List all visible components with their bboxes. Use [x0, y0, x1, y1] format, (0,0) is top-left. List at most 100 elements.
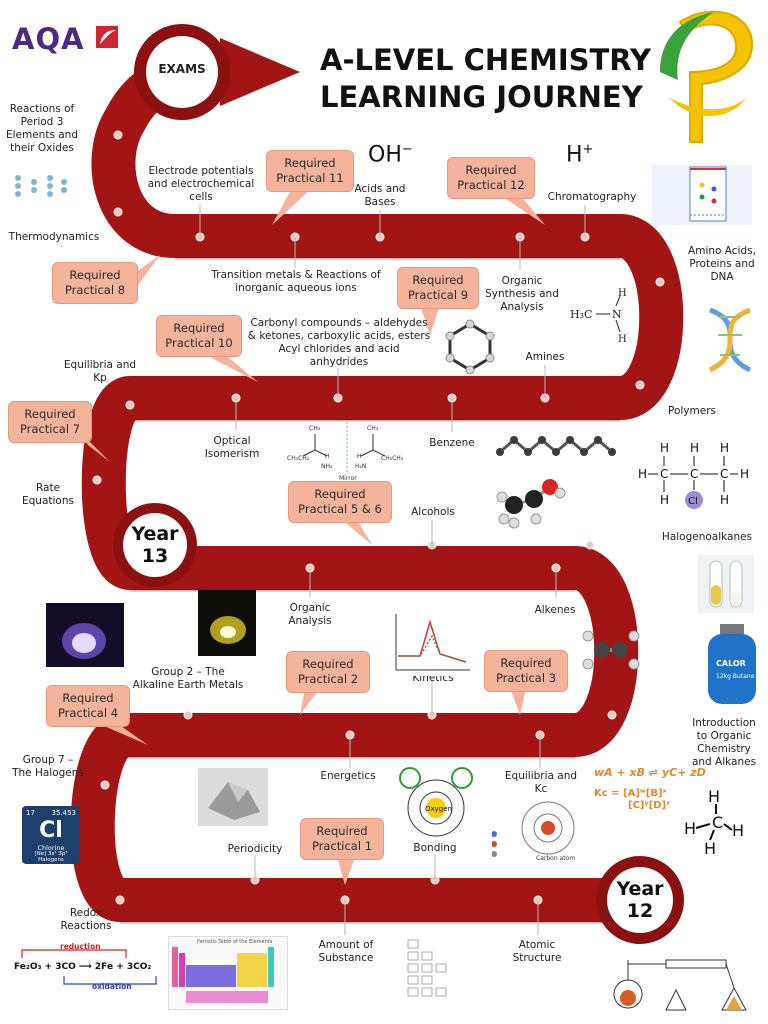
node-rate: [92, 475, 102, 485]
chlorine-mass: 35.453: [51, 809, 77, 817]
benzene-ring-illustration: [445, 319, 495, 374]
topic-group2: Group 2 – The Alkaline Earth Metals: [132, 666, 244, 691]
periodic-table-caption: Periodic Table of the Elements: [197, 939, 273, 945]
sparks-photo: [198, 590, 256, 656]
svg-text:Carbon atom: Carbon atom: [536, 855, 575, 862]
topic-equilibria-kp: Equilibria and Kp: [63, 359, 137, 384]
redox-arrows: [21, 949, 157, 985]
required-practical-3: Required Practical 3: [484, 650, 568, 692]
hydroxide-ion: OH−: [368, 142, 413, 168]
topic-amines: Amines: [525, 351, 565, 363]
alkene-model-illustration: [582, 630, 640, 670]
ethanol-model-illustration: [496, 479, 566, 529]
required-practical-1: Required Practical 1: [300, 818, 384, 860]
svg-text:CH₃: CH₃: [309, 425, 321, 432]
required-practical-11: Required Practical 11: [266, 150, 354, 192]
chlorine-element-tile: 17 35.453 Cl Chlorine [Ne] 3s² 3p⁵ Halog…: [22, 806, 80, 864]
topic-organic-analysis: Organic Analysis: [288, 602, 332, 627]
road-arrow-head: [220, 38, 300, 106]
node-thermo: [113, 207, 123, 217]
topic-organic-synthesis: Organic Synthesis and Analysis: [485, 275, 559, 313]
svg-text:Oxygen: Oxygen: [425, 805, 452, 813]
test-tubes-photo: [698, 555, 754, 613]
aqa-swoosh-icon: [96, 26, 118, 48]
topic-alcohols: Alcohols: [411, 506, 455, 518]
svg-text:H: H: [684, 819, 696, 838]
required-practical-8: Required Practical 8: [52, 262, 138, 304]
topic-intro-organic: Introduction to Organic Chemistry and Al…: [691, 717, 757, 768]
topic-equilibria-kc: Equilibria and Kc: [504, 770, 578, 795]
required-practical-5-6: Required Practical 5 & 6: [288, 481, 392, 523]
topic-chromatography: Chromatography: [547, 191, 637, 203]
chlorine-name: Chlorine: [37, 844, 65, 852]
node-amino: [655, 277, 665, 287]
svg-text:CH₃: CH₃: [367, 425, 379, 432]
svg-text:N: N: [612, 308, 622, 321]
svg-text:H: H: [618, 334, 627, 345]
required-practical-12: Required Practical 12: [447, 157, 535, 199]
hydrogen-ion: H+: [566, 142, 594, 168]
svg-text:Mirror: Mirror: [339, 475, 357, 482]
required-practical-4: Required Practical 4: [46, 685, 130, 727]
svg-text:C: C: [690, 467, 698, 481]
periodic-table-grid: [172, 947, 274, 1003]
topic-redox: Redox Reactions: [60, 907, 112, 932]
required-practical-10: Required Practical 10: [156, 315, 242, 357]
topic-amount: Amount of Substance: [318, 939, 374, 964]
topic-electrode: Electrode potentials and electrochemical…: [147, 165, 255, 203]
node-equilibria-kp: [125, 400, 135, 410]
topic-energetics: Energetics: [320, 770, 376, 782]
required-practical-2: Required Practical 2: [286, 651, 370, 693]
svg-text:H: H: [740, 467, 749, 481]
chlorine-config: [Ne] 3s² 3p⁵: [34, 851, 68, 857]
svg-text:CALOR: CALOR: [716, 659, 746, 668]
node-polymers: [635, 380, 645, 390]
svg-text:H: H: [708, 787, 720, 806]
kc-denominator: [C]ʸ[D]ᶻ: [628, 800, 671, 811]
kc-numerator: Kc = [A]ʷ[B]ˣ: [594, 788, 667, 799]
chlorine-group: Halogens: [38, 857, 64, 863]
required-practical-7: Required Practical 7: [8, 401, 92, 443]
distillation-apparatus: [606, 954, 756, 1016]
exams-label: EXAMS: [158, 62, 206, 76]
node-redox: [115, 895, 125, 905]
svg-text:H: H: [638, 467, 647, 481]
svg-text:H: H: [357, 453, 362, 460]
svg-text:H: H: [720, 493, 729, 507]
topic-acids-bases: Acids and Bases: [354, 183, 406, 208]
svg-text:H: H: [704, 839, 716, 856]
chromatography-diagram: [652, 165, 752, 225]
topic-alkenes: Alkenes: [534, 604, 576, 616]
svg-text:H: H: [660, 493, 669, 507]
topic-bonding: Bonding: [413, 842, 457, 854]
svg-text:H: H: [325, 453, 330, 460]
orbital-diagram: [390, 934, 494, 1012]
svg-text:H₃C: H₃C: [570, 308, 592, 321]
topic-rate-equations: Rate Equations: [22, 482, 74, 507]
year12-label: Year 12: [616, 878, 664, 922]
svg-text:12kg Butane: 12kg Butane: [716, 673, 755, 680]
chlorine-number: 17: [26, 809, 35, 817]
svg-text:H: H: [720, 441, 729, 455]
node-halogeno: [585, 540, 595, 550]
svg-text:CH₃CH₂: CH₃CH₂: [287, 455, 310, 462]
periodic-table-image: Periodic Table of the Elements: [168, 936, 288, 1010]
page-title: A-LEVEL CHEMISTRY LEARNING JOURNEY: [320, 43, 652, 114]
required-practical-9: Required Practical 9: [397, 267, 479, 309]
svg-text:H: H: [618, 288, 627, 299]
redox-equation: Fe₂O₃ + 3CO ⟶ 2Fe + 3CO₂: [14, 962, 152, 972]
topic-group7: Group 7 – The Halogens: [12, 754, 84, 779]
topic-amino-acids: Amino Acids, Proteins and DNA: [688, 245, 756, 283]
svg-text:H₂N: H₂N: [355, 463, 366, 470]
aqa-logo: AQA: [12, 22, 118, 56]
equilibrium-equation: wA + xB ⇌ yC+ zD: [594, 766, 706, 779]
road-path: [70, 49, 684, 922]
topic-halogenoalkanes: Halogenoalkanes: [661, 531, 753, 543]
topic-atomic: Atomic Structure: [512, 939, 562, 964]
svg-text:H: H: [732, 821, 744, 840]
topic-periodicity: Periodicity: [227, 843, 283, 855]
oxygen-atom-diagram: Oxygen: [399, 767, 473, 837]
node-intro-organic: [607, 710, 617, 720]
